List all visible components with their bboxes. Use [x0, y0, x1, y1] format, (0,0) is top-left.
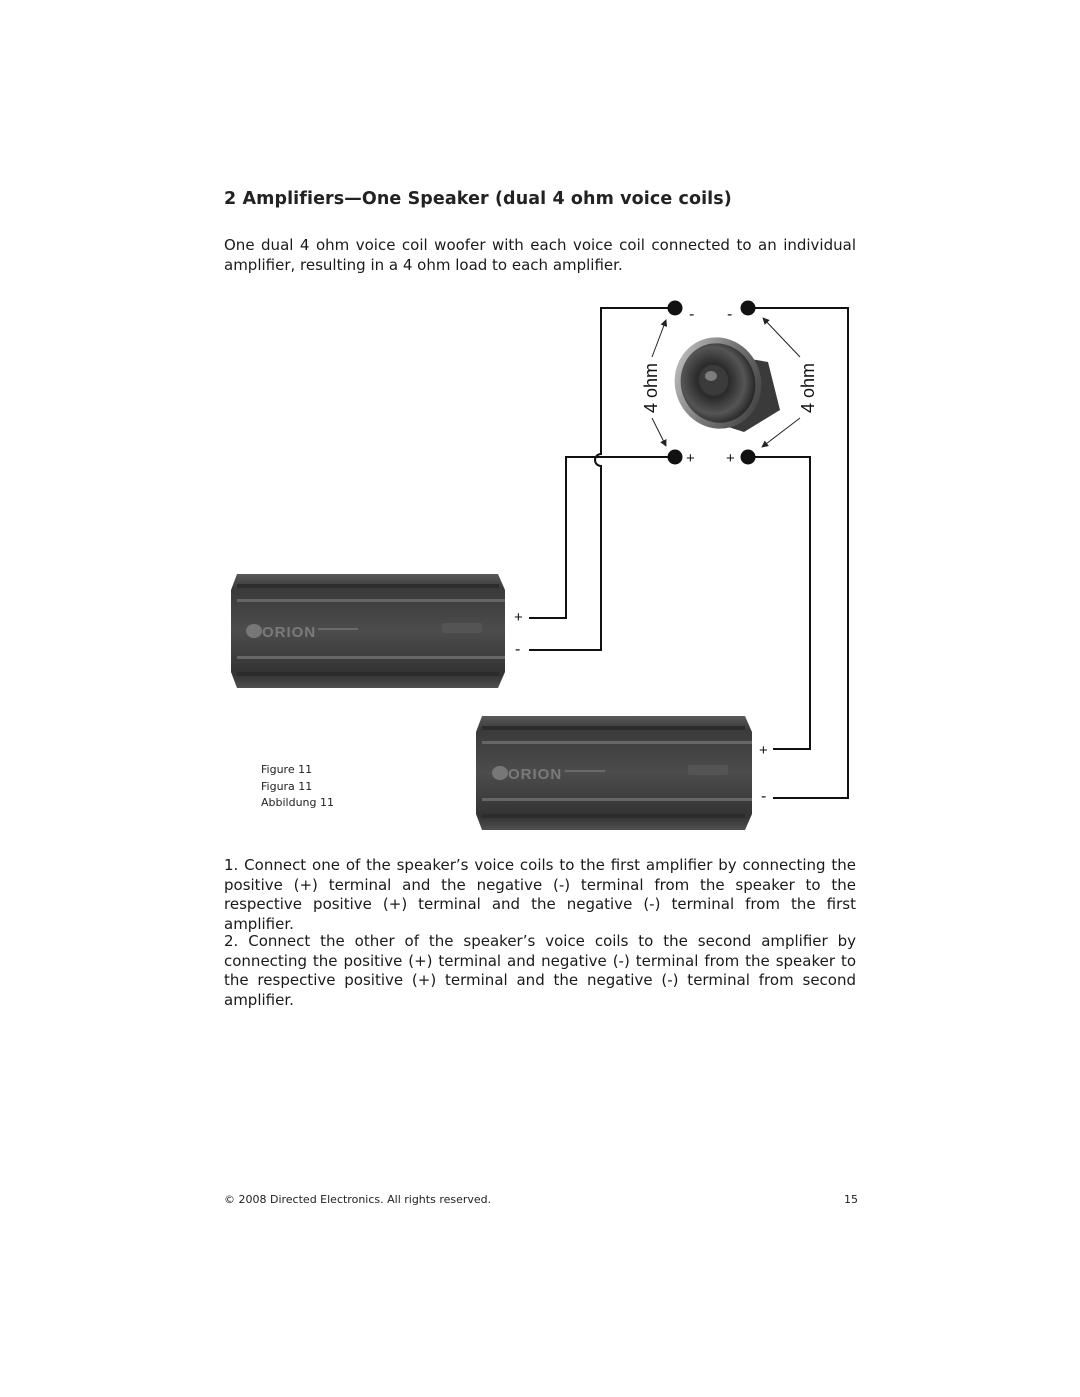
speaker-plus-right-label: +	[726, 450, 735, 467]
amplifier-1: ORION	[231, 574, 505, 688]
wire-amp1-minus	[529, 307, 674, 651]
amp1-minus-label: -	[515, 641, 520, 658]
speaker-minus-right-label: -	[727, 306, 732, 323]
amp1-plus-label: +	[514, 609, 523, 626]
footer-copyright: © 2008 Directed Electronics. All rights …	[224, 1193, 492, 1206]
wire-amp1-plus	[529, 456, 674, 619]
coil-label-left: 4 ohm	[641, 363, 661, 413]
coil-label-right: 4 ohm	[798, 363, 818, 413]
speaker-minus-left-label: -	[689, 306, 694, 323]
intro-paragraph: One dual 4 ohm voice coil woofer with ea…	[224, 236, 856, 274]
amp2-plus-label: +	[759, 742, 768, 759]
section-heading: 2 Amplifiers—One Speaker (dual 4 ohm voi…	[224, 189, 732, 209]
wiring-diagram: - - + + 4 ohm 4 ohm ORION + -	[231, 300, 849, 830]
amplifier-2: ORION	[476, 716, 752, 830]
wires	[529, 307, 849, 799]
wire-amp2-minus	[748, 307, 849, 799]
step-1: 1. Connect one of the speaker’s voice co…	[224, 856, 856, 933]
step-2: 2. Connect the other of the speaker’s vo…	[224, 932, 856, 1009]
figure-caption: Figure 11 Figura 11 Abbildung 11	[261, 762, 334, 812]
speaker-terminal-minus-left	[667, 300, 683, 316]
amp1-brand: ORION	[262, 624, 316, 641]
speaker-terminal-plus-left	[667, 449, 683, 465]
speaker-terminal-minus-right	[740, 300, 756, 316]
amp2-minus-label: -	[761, 788, 766, 805]
figure-caption-de: Abbildung 11	[261, 796, 335, 809]
figure-caption-en: Figure 11	[261, 763, 313, 776]
speaker-plus-left-label: +	[686, 450, 695, 467]
page-number: 15	[844, 1193, 858, 1206]
wire-amp2-plus	[748, 456, 811, 750]
figure-caption-es: Figura 11	[261, 779, 313, 793]
amp2-brand: ORION	[508, 766, 562, 783]
subwoofer-image	[674, 337, 780, 432]
speaker-terminal-plus-right	[740, 449, 756, 465]
